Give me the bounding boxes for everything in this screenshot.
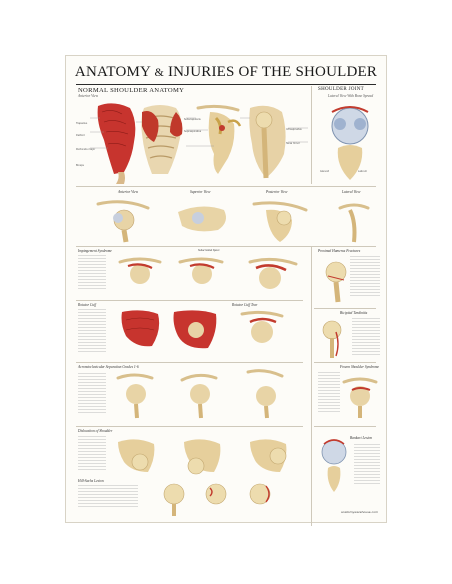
row-divider-5	[76, 426, 303, 427]
shoulder-joint-figure	[331, 106, 369, 180]
normal-anatomy-heading: NORMAL SHOULDER ANATOMY	[78, 87, 185, 94]
hill-sachs-text	[78, 485, 138, 509]
muscle-figure-2	[141, 105, 183, 174]
bone-figure-anterior	[196, 104, 242, 174]
dislocation-title: Dislocation of Shoulder	[78, 429, 113, 433]
section-divider	[311, 86, 312, 184]
view-label-lateral: Lateral View	[342, 190, 361, 194]
normal-anatomy-subheading: Anterior View	[78, 94, 98, 98]
shoulder-joint-heading: SHOULDER JOINT	[318, 87, 365, 92]
rotator-tear-title: Rotator Cuff Tear	[232, 303, 258, 307]
ac-separation-text	[78, 373, 106, 415]
rotator-cuff-figures	[121, 310, 284, 349]
bankart-figure	[321, 439, 347, 492]
poster-title: ANATOMY & INJURIES OF THE SHOULDER	[66, 64, 386, 81]
rotator-title: Rotator Cuff	[78, 303, 97, 307]
impingement-figures	[118, 257, 298, 289]
posterior-bone-view	[252, 201, 308, 242]
label-teres-minor: Teres minor	[286, 142, 300, 145]
frozen-shoulder-text	[318, 372, 340, 412]
bicipital-figure	[322, 320, 342, 358]
fracture-figure	[325, 261, 347, 303]
right-column-divider	[311, 246, 312, 526]
row-divider-4	[76, 362, 303, 363]
title-rest: INJURIES OF THE SHOULDER	[167, 64, 378, 80]
label-pectoralis: Pectoralis major	[76, 148, 96, 151]
dislocation-figures	[118, 439, 287, 475]
footer-website: anatomywarehouse.com	[340, 510, 378, 514]
ac-separation-title: Acromioclavicular Separation Grades 1-6	[78, 365, 139, 369]
dislocation-text	[78, 436, 106, 470]
bankart-title: Bankart Lesion	[350, 436, 373, 440]
label-supraspinatus: Supraspinatus	[184, 130, 202, 133]
title-main: ANATOMY	[74, 64, 151, 80]
impingement-title: Impingement Syndrome	[78, 249, 112, 253]
row-divider-2	[76, 246, 376, 247]
label-deltoid: Deltoid	[76, 134, 85, 137]
label-labrum: Labrum	[358, 170, 368, 173]
bicipital-text	[352, 318, 380, 356]
anterior-bone-view	[96, 200, 150, 243]
label-glenoid: Glenoid	[320, 170, 330, 173]
label-trapezius: Trapezius	[76, 122, 88, 125]
impingement-text	[78, 255, 106, 291]
row-divider-3	[76, 300, 303, 301]
lateral-bone-view	[338, 203, 370, 243]
right-divider-3	[314, 426, 376, 427]
bone-views-row	[96, 200, 370, 243]
right-divider-2	[314, 362, 376, 363]
fractures-text	[350, 256, 380, 298]
bicipital-title: Bicipital Tendinitis	[340, 311, 368, 315]
label-infraspinatus: Infraspinatus	[286, 128, 302, 131]
view-label-anterior: Anterior View	[118, 190, 138, 194]
fractures-title: Proximal Humerus Fractures	[318, 249, 361, 253]
ac-separation-figures	[116, 369, 284, 419]
view-label-superior: Superior View	[190, 190, 211, 194]
superior-bone-view	[178, 206, 226, 232]
view-label-posterior: Posterior View	[266, 190, 288, 194]
muscle-figure-1	[97, 103, 136, 184]
hill-sachs-figures	[163, 483, 271, 516]
rotator-text	[78, 309, 106, 353]
hill-sachs-title: Hill-Sachs Lesion	[78, 479, 104, 483]
normal-anatomy-figures	[90, 103, 308, 184]
impingement-subtitle: Subacromial Space	[198, 249, 220, 252]
label-subscapularis: Subscapularis	[184, 118, 201, 121]
frozen-shoulder-title: Frozen Shoulder Syndrome	[340, 365, 380, 369]
title-rule	[76, 84, 376, 85]
bone-figure-lateral	[249, 105, 286, 179]
anatomy-poster: ANATOMY & INJURIES OF THE SHOULDER NORMA…	[65, 55, 387, 526]
title-amp: &	[154, 65, 164, 79]
label-biceps: Biceps	[76, 164, 84, 167]
row-divider-1	[76, 186, 376, 187]
right-divider-1	[314, 308, 376, 309]
frozen-shoulder-figure	[342, 377, 378, 418]
shoulder-joint-subheading: Lateral View With Bone Spread	[328, 94, 374, 98]
bankart-text	[354, 444, 380, 484]
